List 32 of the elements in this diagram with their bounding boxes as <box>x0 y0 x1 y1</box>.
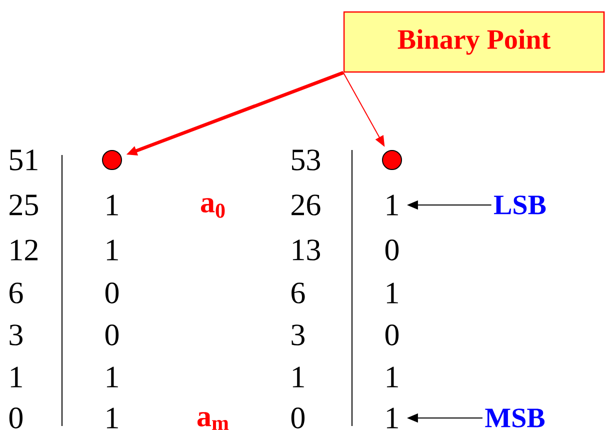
table-cell: 1 <box>106 366 118 388</box>
table-cell: 1 <box>386 408 398 428</box>
table-cell: 0 <box>105 282 119 304</box>
table-cell: 3 <box>10 324 22 346</box>
table-cell: 1 <box>106 408 118 428</box>
table-cell: 6 <box>292 282 305 304</box>
table-cell: 26 <box>292 194 320 216</box>
table-cell: 0 <box>105 324 119 346</box>
table-cell: 6 <box>10 282 23 304</box>
point-dot <box>102 150 122 170</box>
table-cell: 0 <box>385 240 399 260</box>
bit-label: MSB <box>485 408 545 428</box>
table-cell: 25 <box>10 194 38 216</box>
table-cell: 1 <box>292 366 304 388</box>
point-dot <box>382 150 402 170</box>
table-cell: 0 <box>291 408 305 428</box>
bit-label: LSB <box>494 196 546 214</box>
table-cell: 0 <box>9 408 23 428</box>
table-cell: 1 <box>386 366 398 388</box>
table-cell: 1 <box>106 240 118 260</box>
table-cell: 3 <box>292 324 304 346</box>
table-cell: 1 <box>386 194 398 216</box>
index-label: a$_{m}$ <box>197 412 229 430</box>
table-cell: 51 <box>10 150 38 170</box>
table-cell: 53 <box>292 150 320 170</box>
table-cell: 1 <box>386 282 398 304</box>
table-cell: 13 <box>292 240 320 260</box>
index-label: a$_{0}$ <box>200 198 225 218</box>
table-cell: 0 <box>385 324 399 346</box>
table-cell: 12 <box>10 240 38 260</box>
callout-box: Binary Point <box>343 11 605 73</box>
table-cell: 1 <box>10 366 22 388</box>
